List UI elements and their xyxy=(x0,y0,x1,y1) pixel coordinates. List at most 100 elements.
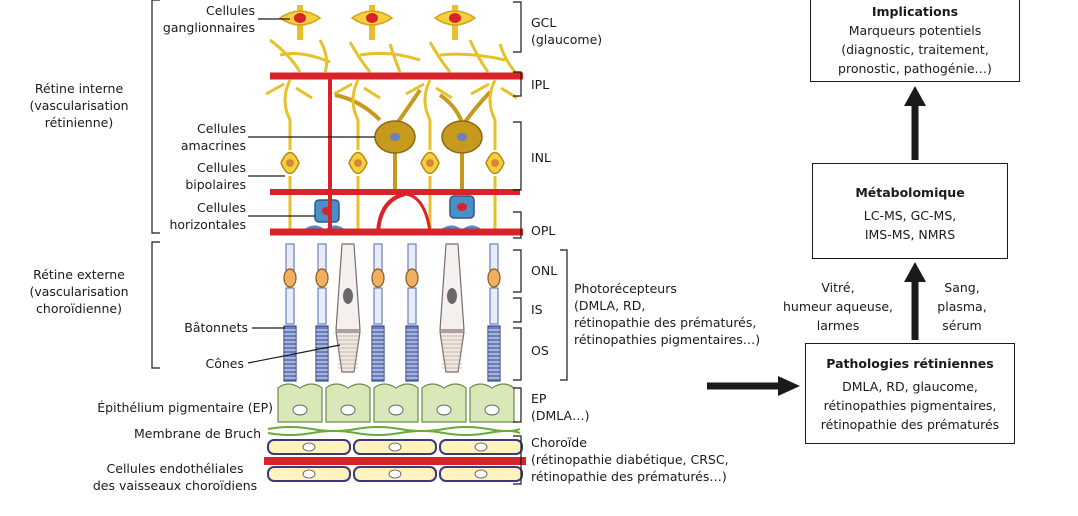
rpe-nucleus xyxy=(436,404,452,416)
box-metabolomics: Métabolomique LC-MS, GC-MS, IMS-MS, NMRS xyxy=(812,163,1008,259)
arrow-up-icon xyxy=(904,86,926,106)
amacrine-nucleus xyxy=(390,133,400,141)
layer-ep: EP (DMLA…) xyxy=(531,391,590,423)
label-bruch-membrane: Membrane de Bruch xyxy=(133,426,261,441)
endothelial-nucleus xyxy=(388,469,402,479)
layer-opl: OPL xyxy=(531,223,556,238)
rpe-drawing xyxy=(277,383,515,423)
rod-inner-segment xyxy=(317,287,327,325)
box-pathologies-title: Pathologies rétiniennes xyxy=(826,356,994,371)
layer-choroid: Choroïde (rétinopathie diabétique, CRSC,… xyxy=(531,435,729,484)
arrow-up-icon xyxy=(904,262,926,282)
cone-body xyxy=(439,243,465,331)
retinal-vessels xyxy=(270,72,523,236)
rod-axon xyxy=(285,243,295,271)
bipolar-dendrite xyxy=(265,79,313,232)
arrow-right-icon xyxy=(778,376,800,396)
rpe-cell xyxy=(325,383,371,423)
rod-axon xyxy=(317,243,327,271)
box-implications-title: Implications xyxy=(871,4,959,19)
rod-outer-segment xyxy=(405,325,419,382)
rpe-nucleus xyxy=(484,404,500,416)
endothelial-nucleus xyxy=(388,442,402,452)
layer-ipl: IPL xyxy=(531,77,550,92)
rod-inner-segment xyxy=(373,287,383,325)
rod-nucleus xyxy=(315,268,329,288)
photoreceptors-drawing xyxy=(283,243,501,382)
box-pathologies: Pathologies rétiniennes DMLA, RD, glauco… xyxy=(805,343,1015,444)
rod-nucleus xyxy=(371,268,385,288)
layer-brackets xyxy=(513,1,568,485)
label-cones: Cônes xyxy=(205,356,244,371)
rod-axon xyxy=(373,243,383,271)
rpe-nucleus xyxy=(340,404,356,416)
endothelial-nucleus xyxy=(302,442,316,452)
bruch-membrane-drawing xyxy=(267,426,521,436)
rpe-nucleus xyxy=(388,404,404,416)
rpe-cell xyxy=(469,383,515,423)
label-amacrine-cells: Cellules amacrines xyxy=(180,121,246,153)
bipolar-nucleus xyxy=(426,159,434,167)
rod-nucleus xyxy=(487,268,501,288)
rpe-cell xyxy=(421,383,467,423)
ganglion-nucleus xyxy=(366,13,378,23)
rod-outer-segment xyxy=(371,325,385,382)
box-metabolomics-title: Métabolomique xyxy=(855,185,965,200)
left-brackets xyxy=(151,0,160,369)
layer-gcl: GCL (glaucome) xyxy=(531,15,603,47)
cone-nucleus xyxy=(343,288,353,304)
bipolar-dendrite xyxy=(333,79,381,232)
rod-inner-segment xyxy=(489,287,499,325)
flow-arrows xyxy=(707,86,926,396)
rod-outer-segment xyxy=(487,325,501,382)
bipolar-dendrite xyxy=(470,79,518,232)
layer-inl: INL xyxy=(531,150,552,165)
ganglion-nucleus xyxy=(294,13,306,23)
rpe-cell xyxy=(373,383,419,423)
amacrine-nucleus xyxy=(457,133,467,141)
rpe-nucleus xyxy=(292,404,308,416)
rpe-cell xyxy=(277,383,323,423)
choroid-drawing xyxy=(264,439,526,482)
cone-body xyxy=(335,243,361,331)
layer-is: IS xyxy=(531,302,543,317)
label-endothelial-cells: Cellules endothéliales des vaisseaux cho… xyxy=(92,461,258,493)
rod-axon xyxy=(489,243,499,271)
rod-inner-segment xyxy=(407,287,417,325)
endothelial-nucleus xyxy=(474,442,488,452)
label-rods: Bâtonnets xyxy=(184,320,248,335)
bipolar-cells-drawing xyxy=(265,79,518,232)
bipolar-nucleus xyxy=(286,159,294,167)
box-implications: Implications Marqueurs potentiels (diagn… xyxy=(810,0,1020,82)
label-bipolar-cells: Cellules bipolaires xyxy=(185,160,246,192)
label-rpe: Épithélium pigmentaire (EP) xyxy=(97,400,273,415)
rod-inner-segment xyxy=(285,287,295,325)
rod-axon xyxy=(407,243,417,271)
bipolar-dendrite xyxy=(405,79,453,232)
rod-nucleus xyxy=(283,268,297,288)
cone-nucleus xyxy=(447,288,457,304)
endothelial-nucleus xyxy=(474,469,488,479)
ganglion-nucleus xyxy=(449,13,461,23)
leader-lines xyxy=(247,18,375,364)
ganglion-cells-drawing xyxy=(269,5,517,73)
box-pathologies-text: DMLA, RD, glaucome, rétinopathies pigmen… xyxy=(820,379,1000,432)
box-implications-text: Marqueurs potentiels (diagnostic, traite… xyxy=(838,23,992,76)
bipolar-nucleus xyxy=(491,159,499,167)
rod-nucleus xyxy=(405,268,419,288)
layer-onl: ONL xyxy=(531,263,558,278)
box-metabolomics-text: LC-MS, GC-MS, IMS-MS, NMRS xyxy=(863,208,957,242)
label-horizontal-cells: Cellules horizontales xyxy=(169,200,246,232)
label-outer-retina: Rétine externe (vascularisation choroïdi… xyxy=(29,267,129,316)
label-ganglion-cells: Cellules ganglionnaires xyxy=(162,3,255,35)
layer-photoreceptors: Photorécepteurs (DMLA, RD, rétinopathie … xyxy=(574,281,761,347)
label-inner-retina: Rétine interne (vascularisation rétinien… xyxy=(29,81,129,130)
rod-outer-segment xyxy=(315,325,329,382)
bipolar-nucleus xyxy=(354,159,362,167)
endothelial-nucleus xyxy=(302,469,316,479)
layer-os: OS xyxy=(531,343,549,358)
sample-eye-fluids: Vitré, humeur aqueuse, larmes xyxy=(782,280,894,333)
sample-blood: Sang, plasma, sérum xyxy=(937,280,987,333)
